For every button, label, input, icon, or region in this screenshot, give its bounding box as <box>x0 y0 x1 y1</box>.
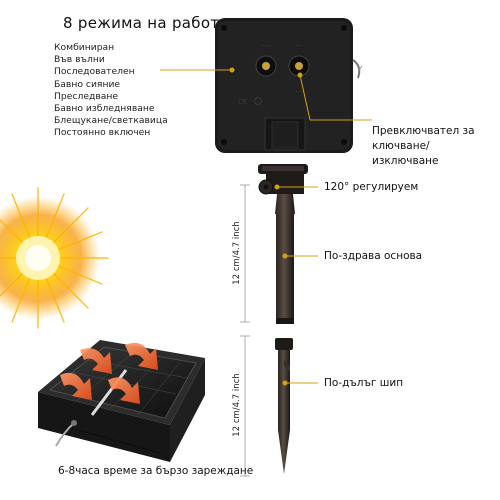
svg-text:CE: CE <box>238 98 247 106</box>
spike-stake <box>275 338 293 474</box>
solar-panel <box>38 340 205 462</box>
mode-item: Преследване <box>54 90 119 102</box>
mode-item: Бавно избледняване <box>54 103 155 115</box>
dimension-label-upper: 12 cm/4.7 inch <box>232 221 242 285</box>
mode-item: Комбиниран <box>54 42 115 53</box>
heat-arrows <box>60 342 158 404</box>
sun-icon <box>0 187 109 329</box>
dimension-upper <box>240 184 250 323</box>
mode-item: Във вълни <box>54 54 105 66</box>
base-callout: По-здрава основа <box>324 250 423 262</box>
upper-stake <box>258 164 308 324</box>
svg-text:· · ·: · · · <box>296 89 302 94</box>
mode-item: Бавно сияние <box>54 78 121 90</box>
svg-text:· · ·: · · · <box>296 43 302 48</box>
adjustable-callout: 120° регулируем <box>324 181 419 193</box>
switch-callout-text: Превключвател за ключване/изключване <box>372 125 475 167</box>
modes-title: 8 режима на работа <box>63 14 229 32</box>
spike-callout: По-дълъг шип <box>324 377 404 389</box>
modes-list: Комбиниран Във вълни Последователен Бавн… <box>54 42 168 140</box>
mode-item: Блещукане/светкавица <box>54 115 168 127</box>
dimension-label-lower: 12 cm/4.7 inch <box>232 373 242 437</box>
control-box: · · · · · · · · · CE <box>215 18 363 153</box>
leader-lines <box>160 67 372 386</box>
dimension-lower <box>240 335 250 477</box>
mode-item: Последователен <box>54 66 135 78</box>
charging-caption: 6-8часа време за бързо зареждане <box>58 465 254 477</box>
svg-text:· · ·: · · · <box>263 43 269 48</box>
mode-item: Постоянно включен <box>54 127 151 139</box>
switch-callout: Превключвател за ключване/изключване <box>372 124 482 169</box>
power-switch-button <box>288 55 310 77</box>
mode-button <box>255 55 277 77</box>
